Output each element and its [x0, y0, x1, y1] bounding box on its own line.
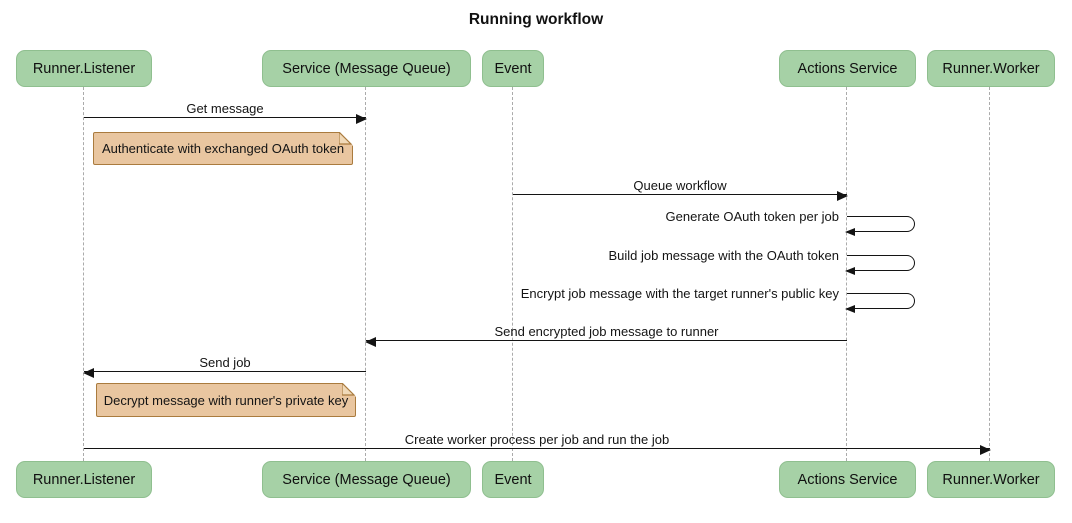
message-queue-workflow: Queue workflow [513, 178, 848, 201]
message-get-message: Get message [84, 101, 367, 124]
message-line [83, 367, 366, 378]
message-label: Generate OAuth token per job [665, 209, 839, 224]
arrowhead-right-icon [356, 113, 367, 124]
message-line [513, 190, 848, 201]
actor-label: Runner.Listener [32, 60, 136, 77]
note-fold-icon [342, 383, 356, 397]
note-fold-icon [339, 132, 353, 146]
note-authenticate-oauth: Authenticate with exchanged OAuth token [93, 132, 353, 165]
actor-event-top: Event [482, 50, 544, 87]
actor-service-message-queue-top: Service (Message Queue) [262, 50, 471, 87]
note-label: Decrypt message with runner's private ke… [103, 392, 349, 408]
actor-runner-listener-top: Runner.Listener [16, 50, 152, 87]
arrowhead-left-icon [845, 227, 855, 236]
message-label: Create worker process per job and run th… [404, 432, 670, 447]
arrowhead-left-icon [845, 266, 855, 275]
actor-runner-listener-bottom: Runner.Listener [16, 461, 152, 498]
message-send-encrypted-job-message: Send encrypted job message to runner [365, 324, 847, 347]
actor-event-bottom: Event [482, 461, 544, 498]
diagram-title: Running workflow [468, 11, 604, 28]
actor-label: Actions Service [797, 60, 898, 77]
actor-label: Service (Message Queue) [282, 60, 451, 77]
note-decrypt-message: Decrypt message with runner's private ke… [96, 383, 356, 417]
arrowhead-right-icon [837, 190, 848, 201]
lifeline-runner-worker [989, 87, 990, 461]
actor-service-message-queue-bottom: Service (Message Queue) [262, 461, 471, 498]
lifeline-runner-listener [83, 87, 84, 461]
actor-label: Event [494, 471, 532, 488]
actor-label: Actions Service [797, 471, 898, 488]
actor-label: Runner.Listener [32, 471, 136, 488]
actor-runner-worker-top: Runner.Worker [927, 50, 1055, 87]
arrowhead-left-icon [83, 367, 94, 378]
lifeline-event [512, 87, 513, 461]
message-label: Queue workflow [633, 178, 727, 193]
message-label: Send job [199, 355, 251, 370]
message-line [365, 336, 847, 347]
actor-label: Runner.Worker [942, 471, 1040, 488]
actor-actions-service-bottom: Actions Service [779, 461, 916, 498]
actor-label: Event [494, 60, 532, 77]
self-loop-line [845, 216, 915, 236]
actor-label: Service (Message Queue) [282, 471, 451, 488]
self-loop-line [845, 293, 915, 313]
message-line [84, 444, 991, 455]
actor-actions-service-top: Actions Service [779, 50, 916, 87]
arrowhead-right-icon [980, 444, 991, 455]
actor-runner-worker-bottom: Runner.Worker [927, 461, 1055, 498]
message-label: Get message [186, 101, 264, 116]
arrowhead-left-icon [845, 304, 855, 313]
note-label: Authenticate with exchanged OAuth token [101, 141, 345, 156]
message-label: Build job message with the OAuth token [608, 248, 839, 263]
self-loop-line [845, 255, 915, 275]
message-label: Send encrypted job message to runner [494, 324, 719, 339]
message-line [84, 113, 367, 124]
message-create-worker-process: Create worker process per job and run th… [84, 432, 991, 455]
message-send-job: Send job [83, 355, 366, 378]
actor-label: Runner.Worker [942, 60, 1040, 77]
lifeline-service-message-queue [365, 87, 366, 461]
arrowhead-left-icon [365, 336, 376, 347]
message-label: Encrypt job message with the target runn… [520, 286, 839, 301]
